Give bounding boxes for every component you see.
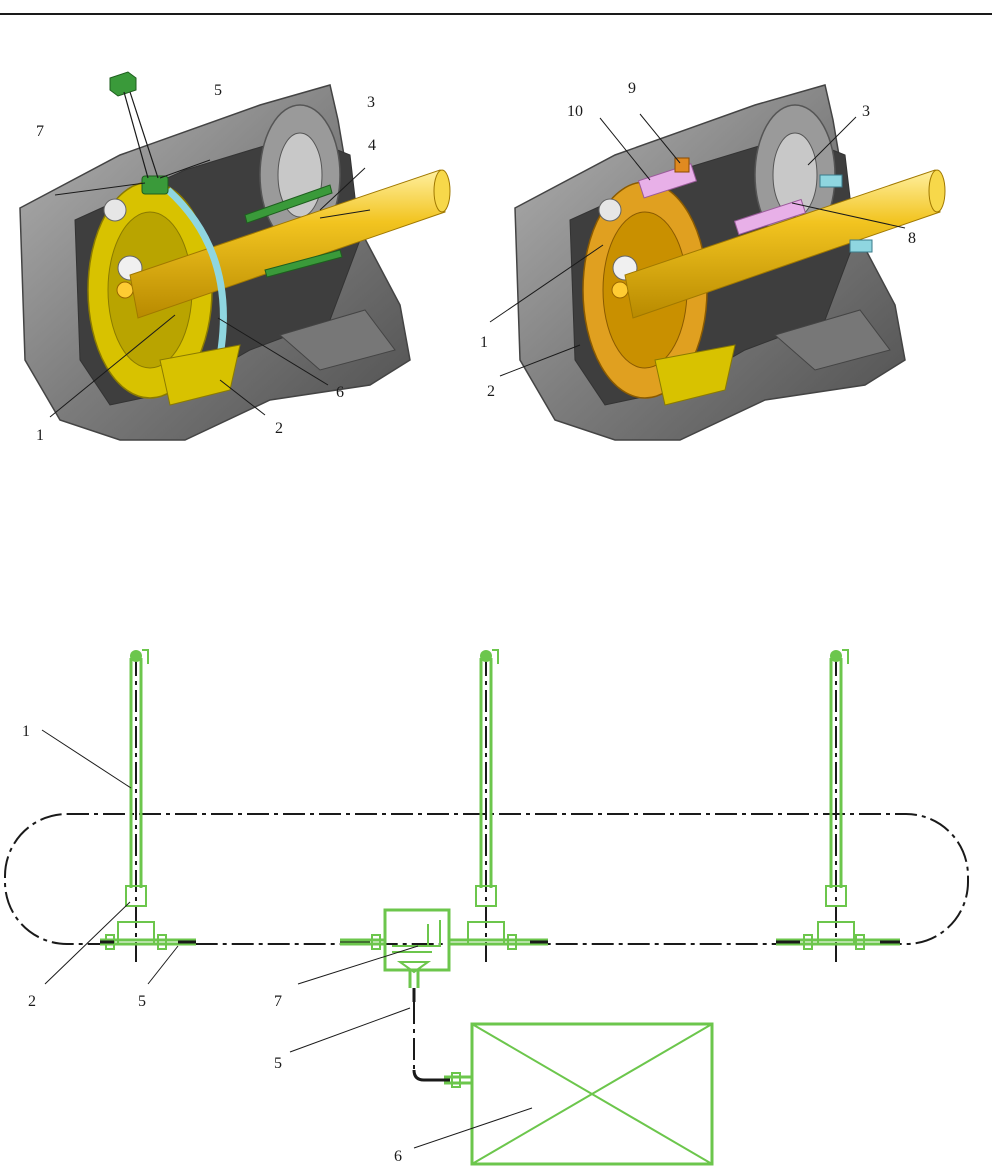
cutaway-a-drawing: 5 3 7 4 6 1 2 xyxy=(0,60,460,450)
callout-a-1: 1 xyxy=(36,427,44,444)
sensor-head xyxy=(142,176,168,194)
unit-box-6 xyxy=(472,1024,712,1164)
callout-b-3: 3 xyxy=(862,103,870,120)
callout-a-3: 3 xyxy=(367,94,375,111)
callout-b-9: 9 xyxy=(628,80,636,97)
callout-a-5: 5 xyxy=(214,82,222,99)
callout-b-10: 10 xyxy=(567,103,583,120)
callout-a-4: 4 xyxy=(368,137,376,154)
callout-b-1: 1 xyxy=(480,334,488,351)
callout-c-5a: 5 xyxy=(138,993,146,1010)
callout-c-5b: 5 xyxy=(274,1055,282,1072)
callout-b-2: 2 xyxy=(487,383,495,400)
piping-schematic: 1 2 5 7 5 6 xyxy=(0,640,992,1166)
callout-c-7: 7 xyxy=(274,993,282,1010)
callout-a-2: 2 xyxy=(275,420,283,437)
callout-a-7: 7 xyxy=(36,123,44,140)
callout-c-1: 1 xyxy=(22,723,30,740)
callout-c-2: 2 xyxy=(28,993,36,1010)
connector-tag xyxy=(110,72,136,96)
standpipe-middle xyxy=(450,650,548,962)
callout-b-8: 8 xyxy=(908,230,916,247)
standpipe-left xyxy=(100,650,196,962)
standpipe-right xyxy=(776,650,900,962)
component-box-7 xyxy=(385,910,449,988)
top-rule xyxy=(0,13,992,15)
cutaway-b-drawing: 9 10 3 8 1 2 xyxy=(470,60,960,450)
callout-c-6: 6 xyxy=(394,1148,402,1165)
callout-a-6: 6 xyxy=(336,384,344,401)
